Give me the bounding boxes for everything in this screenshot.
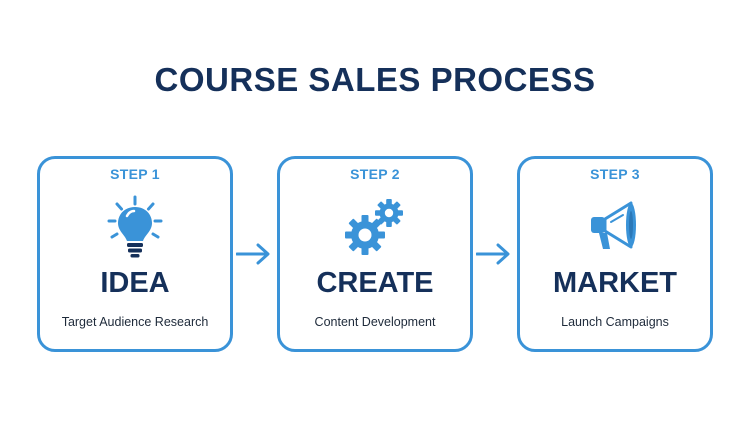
arrow-right-icon bbox=[236, 240, 272, 268]
step-description: Content Development bbox=[314, 315, 436, 329]
step-card-market: STEP 3 MARKET Launch Campaigns bbox=[517, 156, 713, 352]
step-label: STEP 3 bbox=[590, 166, 640, 182]
step-description: Target Audience Research bbox=[61, 315, 209, 329]
arrow-right-icon bbox=[476, 240, 512, 268]
step-label: STEP 2 bbox=[350, 166, 400, 182]
gears-icon bbox=[343, 195, 407, 259]
step-description: Launch Campaigns bbox=[561, 315, 669, 329]
step-title: CREATE bbox=[316, 267, 434, 299]
step-card-create: STEP 2 bbox=[277, 156, 473, 352]
page-title: COURSE SALES PROCESS bbox=[154, 61, 596, 98]
step-title: MARKET bbox=[552, 267, 678, 299]
lightbulb-icon bbox=[103, 195, 167, 259]
step-label: STEP 1 bbox=[110, 166, 160, 182]
step-card-idea: STEP 1 IDEA Target Audience Research bbox=[37, 156, 233, 352]
step-title: IDEA bbox=[100, 267, 170, 299]
megaphone-icon bbox=[583, 195, 647, 259]
